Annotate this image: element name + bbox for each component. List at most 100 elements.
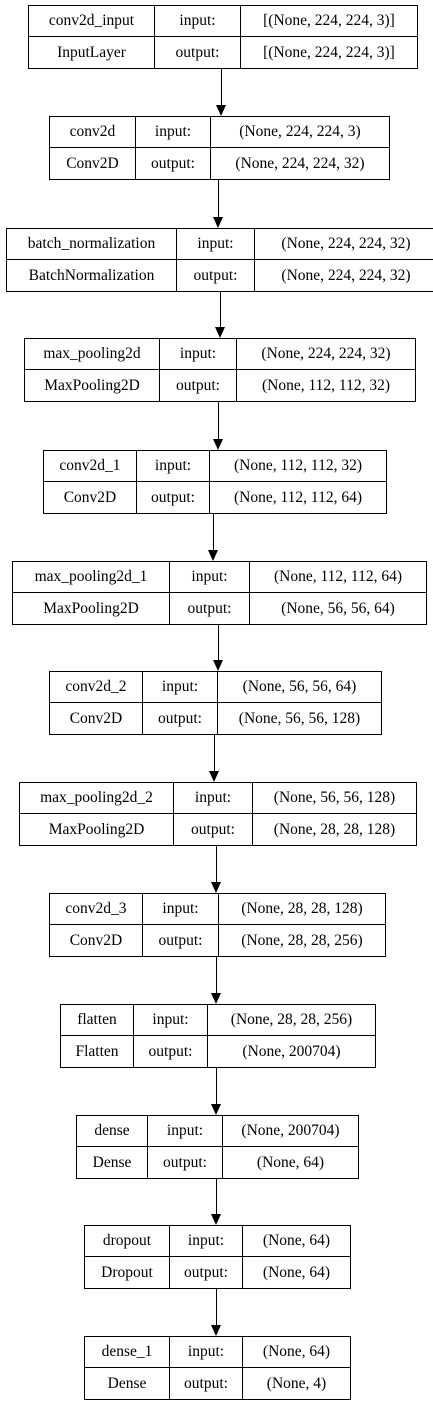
layer-class: MaxPooling2D xyxy=(25,370,160,401)
output-label: output: xyxy=(143,703,218,734)
output-shape: (None, 200704) xyxy=(242,1042,341,1060)
edge-line xyxy=(218,624,219,660)
output-shape: (None, 56, 56, 64) xyxy=(281,599,395,617)
output-shape: (None, 4) xyxy=(266,1374,327,1392)
layer-class: Dropout xyxy=(85,1257,170,1288)
arrow-down-icon xyxy=(209,771,219,782)
layer-class: Dense xyxy=(77,1147,148,1178)
input-shape: (None, 224, 224, 32) xyxy=(255,229,433,260)
edge-line xyxy=(218,401,219,439)
input-label: input: xyxy=(174,783,253,814)
edge-line xyxy=(221,68,222,105)
input-shape: [(None, 224, 224, 3)] xyxy=(241,6,417,37)
layer-class: Conv2D xyxy=(50,148,136,179)
input-shape: (None, 224, 224, 32) xyxy=(237,339,415,370)
layer-name: conv2d_1 xyxy=(44,451,137,482)
edge-line xyxy=(216,1288,217,1325)
layer-name: conv2d_3 xyxy=(50,894,143,925)
edge-line xyxy=(216,1178,217,1214)
layer-name: dense xyxy=(77,1116,148,1147)
input-shape: (None, 200704) xyxy=(223,1116,358,1147)
layer-name: max_pooling2d_1 xyxy=(13,562,170,593)
arrow-down-icon xyxy=(211,993,221,1004)
layer-name: batch_normalization xyxy=(7,229,177,260)
layer-class: MaxPooling2D xyxy=(13,593,170,624)
input-label: input: xyxy=(170,562,250,593)
output-shape: (None, 64) xyxy=(262,1263,331,1281)
output-label: output: xyxy=(174,814,253,845)
input-shape: (None, 28, 28, 128) xyxy=(219,894,385,925)
layer-name: conv2d xyxy=(50,117,136,148)
output-shape: (None, 112, 112, 32) xyxy=(262,376,390,394)
input-shape: (None, 56, 56, 64) xyxy=(218,672,381,703)
output-shape: (None, 224, 224, 32) xyxy=(281,266,411,284)
output-shape: (None, 112, 112, 64) xyxy=(234,488,362,506)
input-label: input: xyxy=(177,229,255,260)
layer-name: conv2d_2 xyxy=(50,672,143,703)
output-shape: [(None, 224, 224, 3)] xyxy=(263,43,395,61)
output-shape: (None, 28, 28, 256) xyxy=(241,931,363,949)
output-label: output: xyxy=(148,1147,223,1178)
edge-line xyxy=(216,956,217,993)
input-shape: (None, 64) xyxy=(243,1226,350,1257)
edge-line xyxy=(220,291,221,327)
layer-name: dense_1 xyxy=(85,1337,170,1368)
output-label: output: xyxy=(170,1368,243,1399)
output-label: output: xyxy=(160,370,237,401)
edge-line xyxy=(214,734,215,771)
input-shape: (None, 56, 56, 128) xyxy=(253,783,416,814)
arrow-down-icon xyxy=(216,105,226,116)
output-label: output: xyxy=(177,260,255,291)
arrow-down-icon xyxy=(208,550,218,561)
input-label: input: xyxy=(143,672,218,703)
input-label: input: xyxy=(137,451,210,482)
arrow-down-icon xyxy=(213,660,223,671)
edge-line xyxy=(218,179,219,217)
arrow-down-icon xyxy=(211,1214,221,1225)
input-shape: (None, 224, 224, 3) xyxy=(211,117,389,148)
input-shape: (None, 64) xyxy=(243,1337,350,1368)
arrow-down-icon xyxy=(211,1325,221,1336)
layer-name: flatten xyxy=(61,1005,134,1036)
input-label: input: xyxy=(170,1226,243,1257)
layer-class: Conv2D xyxy=(44,482,137,513)
output-shape: (None, 56, 56, 128) xyxy=(238,709,361,727)
layer-class: Conv2D xyxy=(50,925,143,956)
output-label: output: xyxy=(155,37,241,68)
layer-name: max_pooling2d xyxy=(25,339,160,370)
output-label: output: xyxy=(170,1257,243,1288)
output-label: output: xyxy=(143,925,219,956)
input-shape: (None, 28, 28, 256) xyxy=(208,1005,375,1036)
layer-name: conv2d_input xyxy=(29,6,155,37)
input-label: input: xyxy=(134,1005,208,1036)
output-shape: (None, 64) xyxy=(256,1153,325,1171)
layer-name: dropout xyxy=(85,1226,170,1257)
edge-line xyxy=(216,845,217,882)
input-label: input: xyxy=(160,339,237,370)
output-label: output: xyxy=(134,1036,208,1067)
output-label: output: xyxy=(137,482,210,513)
output-shape: (None, 224, 224, 32) xyxy=(235,154,365,172)
input-shape: (None, 112, 112, 32) xyxy=(210,451,386,482)
layer-class: Dense xyxy=(85,1368,170,1399)
output-label: output: xyxy=(170,593,250,624)
edge-line xyxy=(216,1067,217,1104)
layer-class: MaxPooling2D xyxy=(20,814,174,845)
output-shape: (None, 28, 28, 128) xyxy=(273,820,396,838)
input-label: input: xyxy=(170,1337,243,1368)
input-label: input: xyxy=(148,1116,223,1147)
arrow-down-icon xyxy=(213,439,223,450)
